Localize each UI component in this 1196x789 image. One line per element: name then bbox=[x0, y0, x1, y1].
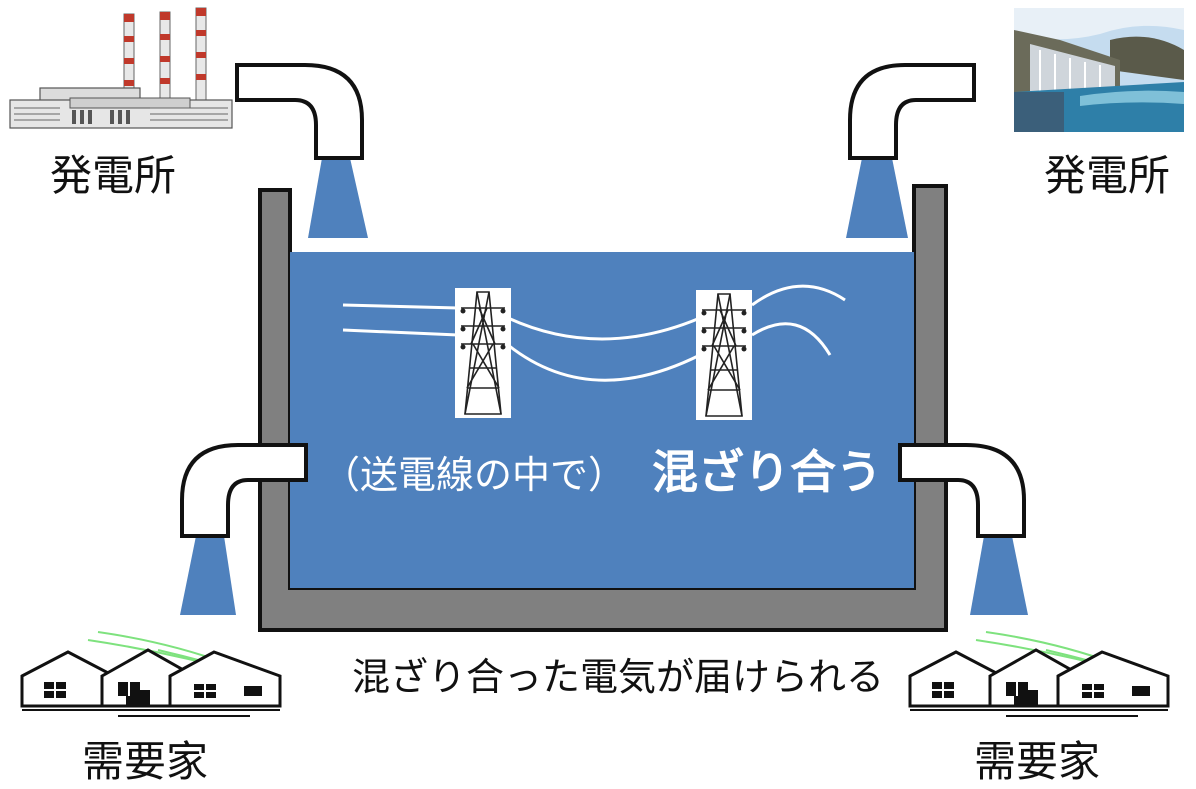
mixing-caption-main: 混ざり合う bbox=[652, 445, 882, 499]
pipe-elbow-outflow-left bbox=[180, 443, 308, 538]
tank bbox=[258, 184, 948, 632]
houses-icon bbox=[908, 631, 1170, 717]
inflow-stream-right bbox=[846, 158, 908, 238]
consumer-label-left: 需要家 bbox=[82, 737, 209, 786]
inflow-pipe-left bbox=[235, 63, 368, 238]
power-line bbox=[751, 284, 846, 307]
inflow-stream-left bbox=[308, 158, 368, 238]
power-line bbox=[751, 322, 832, 356]
power-line bbox=[507, 343, 701, 382]
power-plant-label-left: 発電所 bbox=[50, 151, 177, 200]
power-line bbox=[342, 303, 459, 310]
power-line bbox=[342, 328, 459, 337]
outflow-stream-left bbox=[180, 536, 236, 615]
mixing-caption-prefix: （送電線の中で） bbox=[322, 453, 627, 497]
thermal-power-plant-icon bbox=[9, 7, 233, 129]
transmission-tower-icon bbox=[696, 290, 752, 420]
outflow-pipe-left bbox=[180, 443, 308, 615]
outflow-stream-right bbox=[970, 536, 1028, 615]
consumer-label-right: 需要家 bbox=[974, 737, 1101, 786]
outflow-pipe-right bbox=[898, 443, 1028, 615]
transmission-tower-icon bbox=[455, 288, 511, 418]
houses-icon bbox=[20, 631, 282, 717]
transmission-lines bbox=[342, 284, 846, 382]
delivery-caption: 混ざり合った電気が届けられる bbox=[352, 655, 885, 699]
tank-water bbox=[290, 252, 914, 588]
inflow-pipe-right bbox=[846, 63, 976, 238]
power-line bbox=[507, 316, 701, 341]
pipe-elbow-outflow-right bbox=[898, 443, 1026, 538]
pipe-elbow-left bbox=[235, 63, 364, 160]
hydro-dam-icon bbox=[1014, 8, 1184, 132]
power-plant-label-right: 発電所 bbox=[1044, 151, 1171, 200]
pipe-elbow-right bbox=[848, 63, 976, 160]
